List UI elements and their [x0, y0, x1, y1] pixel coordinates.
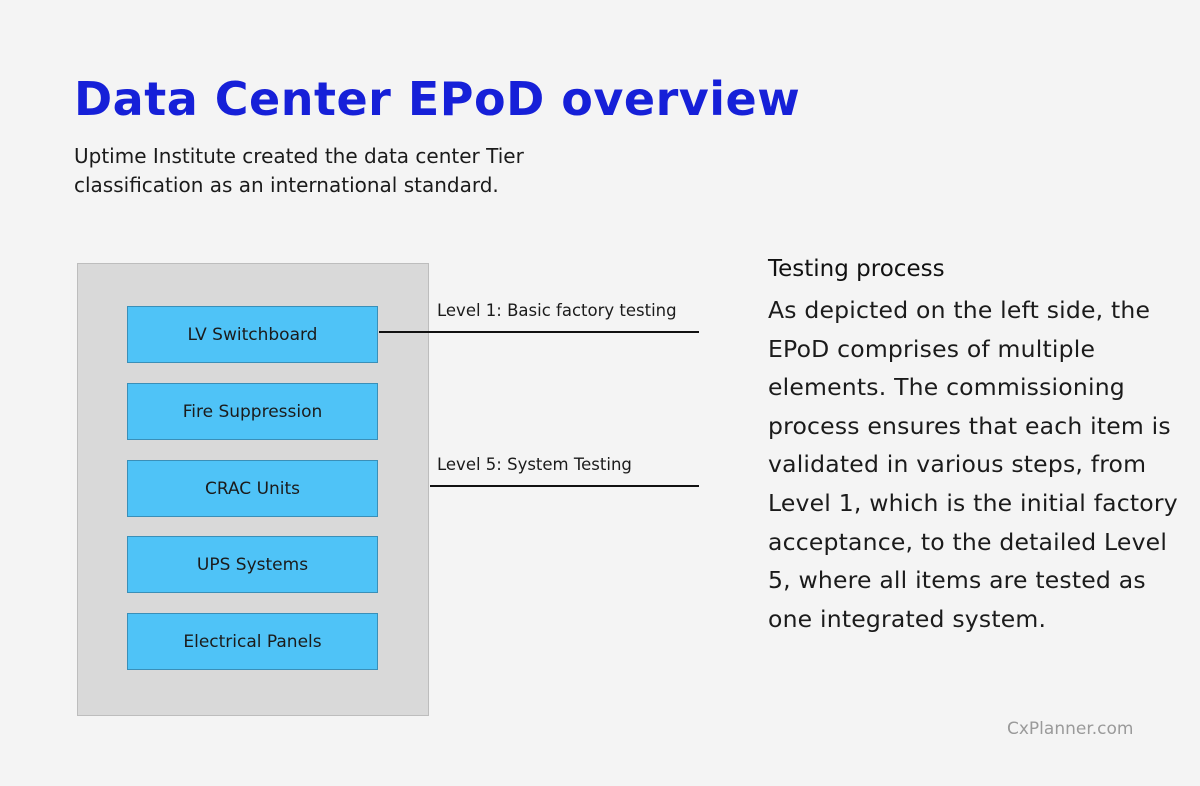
- page-title: Data Center EPoD overview: [74, 72, 801, 126]
- component-crac-units: CRAC Units: [127, 460, 378, 517]
- component-ups-systems: UPS Systems: [127, 536, 378, 593]
- epod-container: LV Switchboard Fire Suppression CRAC Uni…: [77, 263, 429, 716]
- level-1-connector: [379, 331, 699, 333]
- component-lv-switchboard: LV Switchboard: [127, 306, 378, 363]
- testing-process-body: As depicted on the left side, the EPoD c…: [768, 296, 1178, 633]
- component-electrical-panels: Electrical Panels: [127, 613, 378, 670]
- level-5-label: Level 5: System Testing: [437, 455, 632, 474]
- level-5-connector: [430, 485, 699, 487]
- component-fire-suppression: Fire Suppression: [127, 383, 378, 440]
- brand-footer: CxPlanner.com: [1007, 719, 1134, 739]
- level-1-label: Level 1: Basic factory testing: [437, 301, 677, 320]
- page-subtitle: Uptime Institute created the data center…: [74, 144, 524, 197]
- testing-process-heading: Testing process: [768, 256, 945, 282]
